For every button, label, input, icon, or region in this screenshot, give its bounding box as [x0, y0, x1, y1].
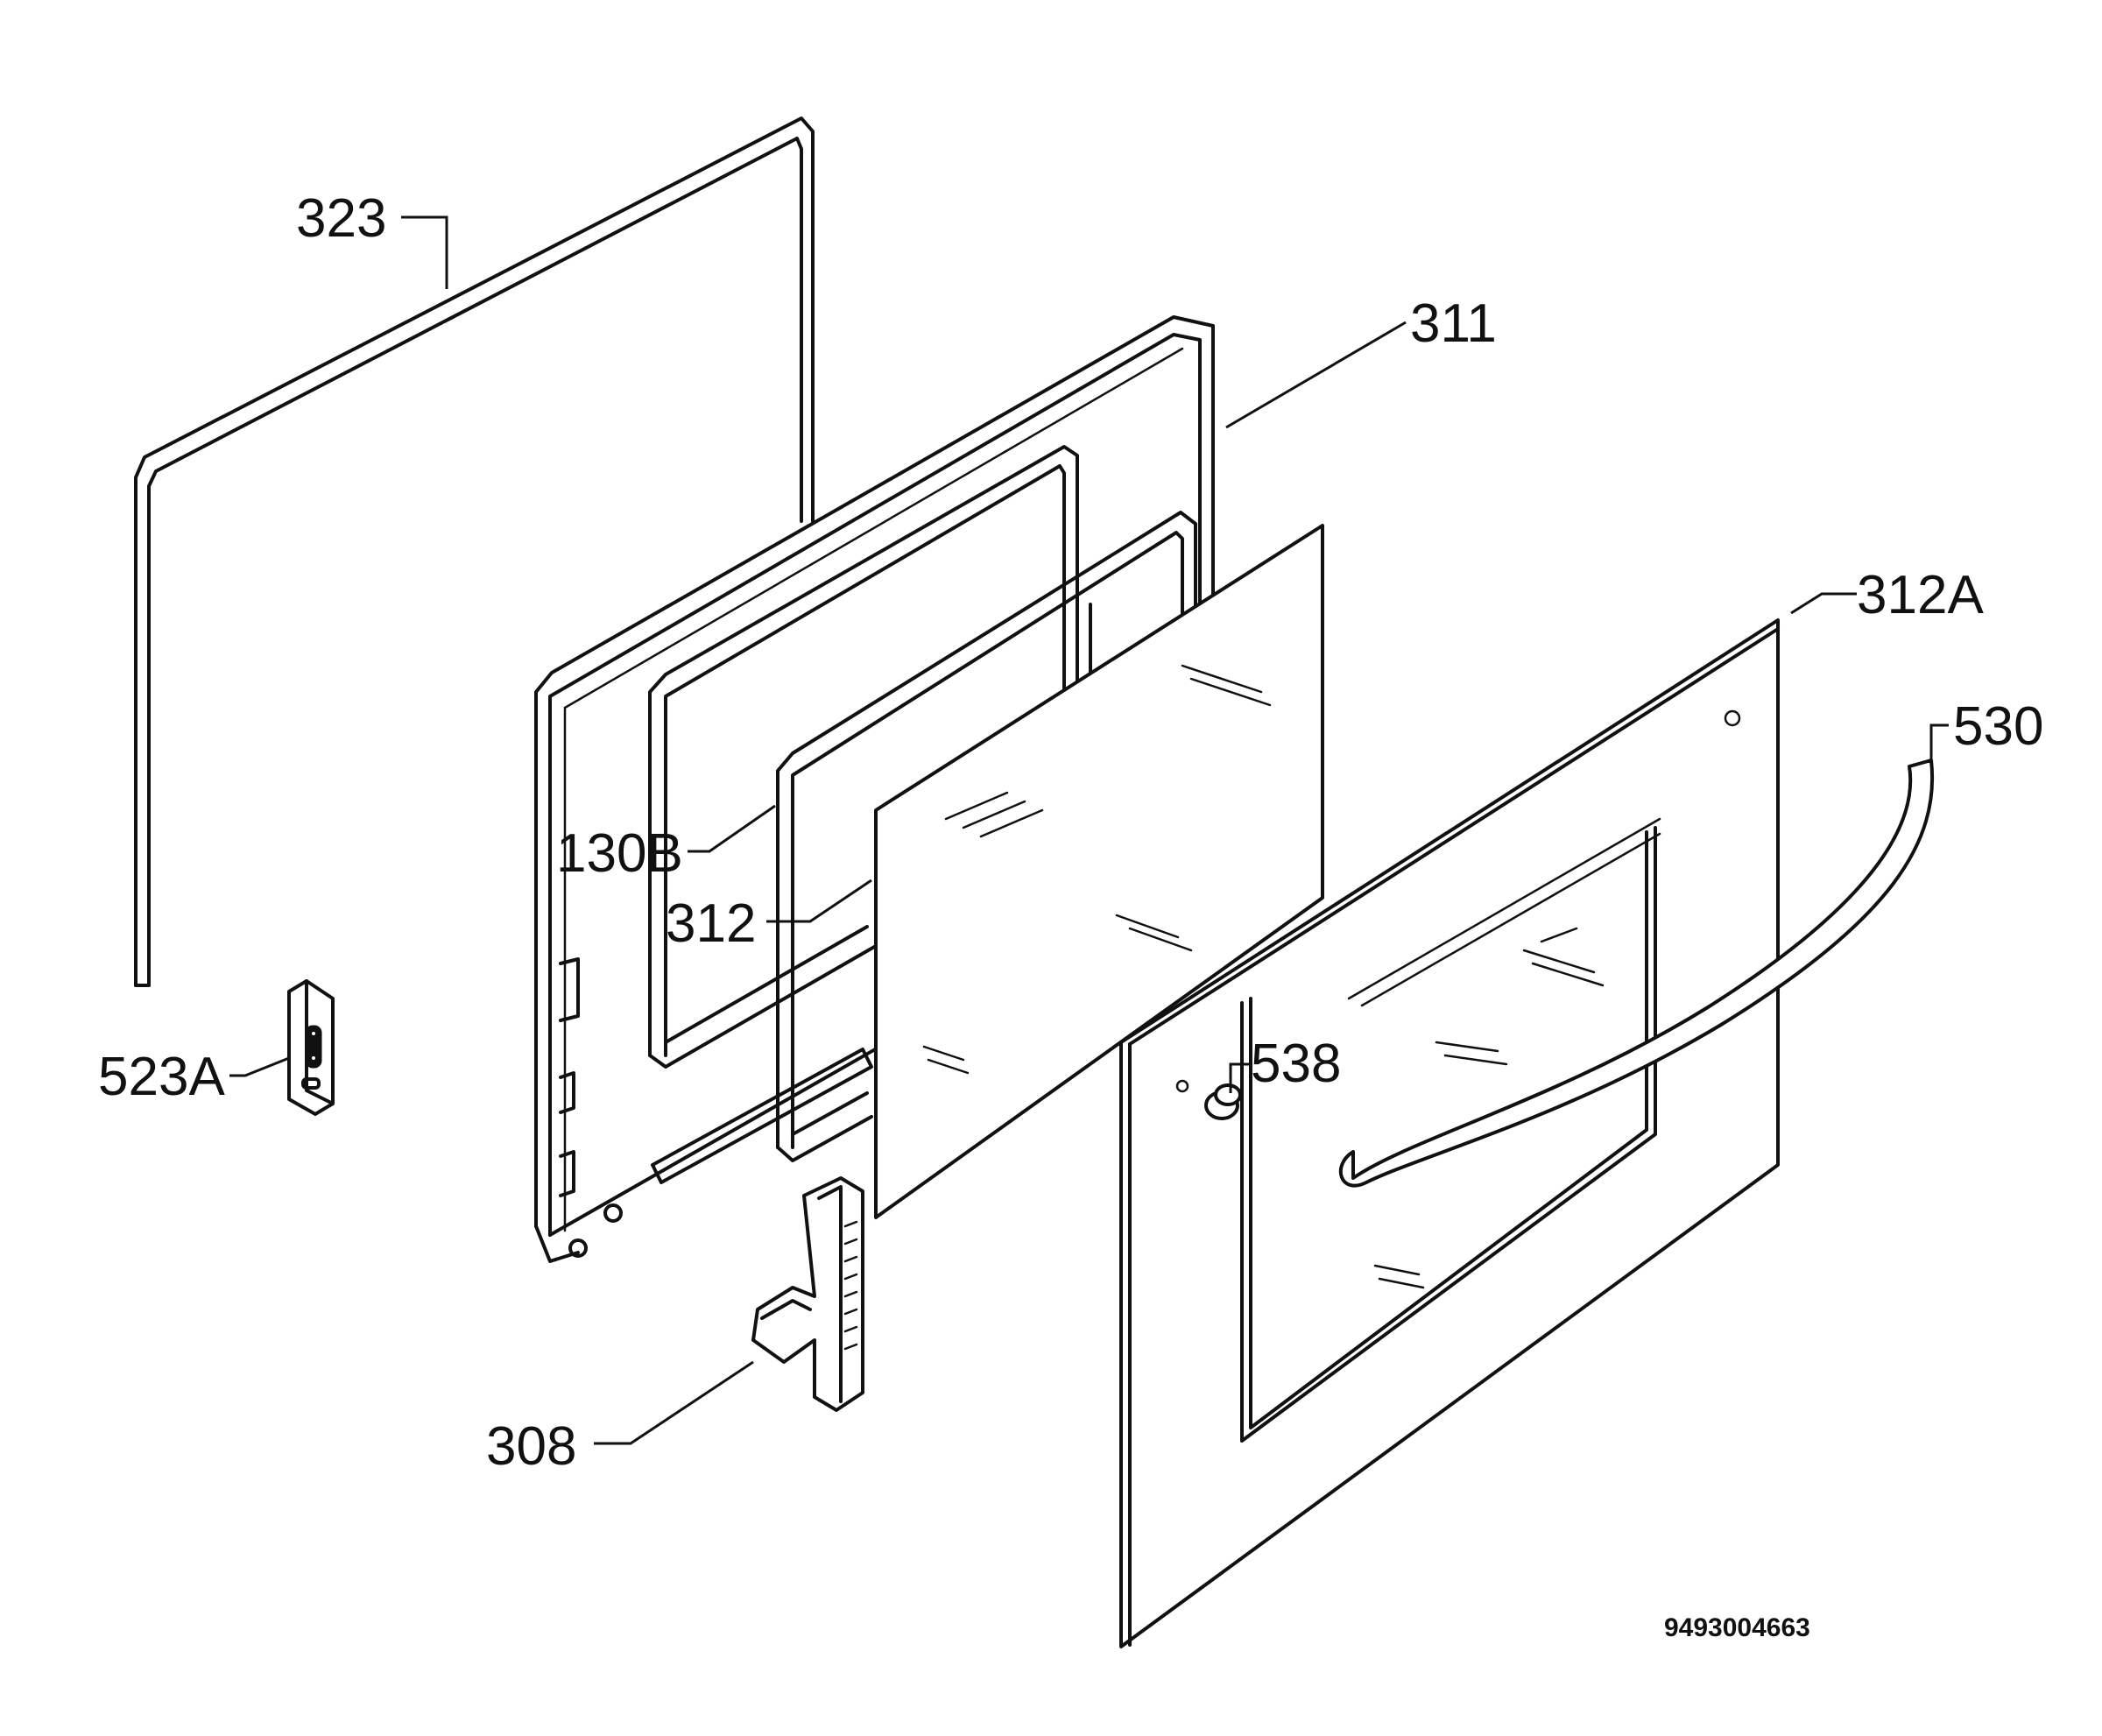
leader-523a [229, 1056, 290, 1077]
leader-312 [766, 879, 872, 923]
callout-312: 312 [666, 893, 756, 954]
part-538-spacer [1204, 1083, 1242, 1120]
callout-311: 311 [1410, 293, 1497, 354]
callout-538: 538 [1251, 1034, 1341, 1094]
leader-311 [1225, 321, 1407, 429]
document-number: 9493004663 [1664, 1613, 1810, 1642]
leader-323 [401, 215, 448, 289]
leader-308 [594, 1360, 754, 1445]
callout-523a: 523A [98, 1047, 225, 1107]
leader-530 [1929, 723, 1949, 766]
part-312-inner-glass-frame [776, 511, 1197, 1162]
part-523a-hinge-bracket [287, 979, 335, 1116]
part-311-inner-door-frame [534, 315, 1215, 1263]
callout-323: 323 [296, 188, 386, 249]
leader-lines [229, 215, 1949, 1445]
part-308-door-hinge [751, 1176, 864, 1412]
part-middle-glass-pane [874, 524, 1324, 1219]
part-530-door-handle [1338, 759, 1935, 1188]
callout-530: 530 [1953, 696, 2043, 757]
callout-312a: 312A [1857, 565, 1984, 625]
leader-312a [1790, 592, 1857, 615]
part-323-door-gasket [134, 116, 815, 987]
part-130b-frame-gasket [648, 445, 1079, 1069]
callout-308: 308 [486, 1416, 576, 1477]
callout-labels: 323 311 312A 530 130B 312 523A 538 308 9… [98, 188, 2043, 1642]
leader-538 [1229, 1062, 1251, 1093]
callout-130b: 130B [556, 823, 683, 884]
leader-130b [688, 804, 776, 853]
